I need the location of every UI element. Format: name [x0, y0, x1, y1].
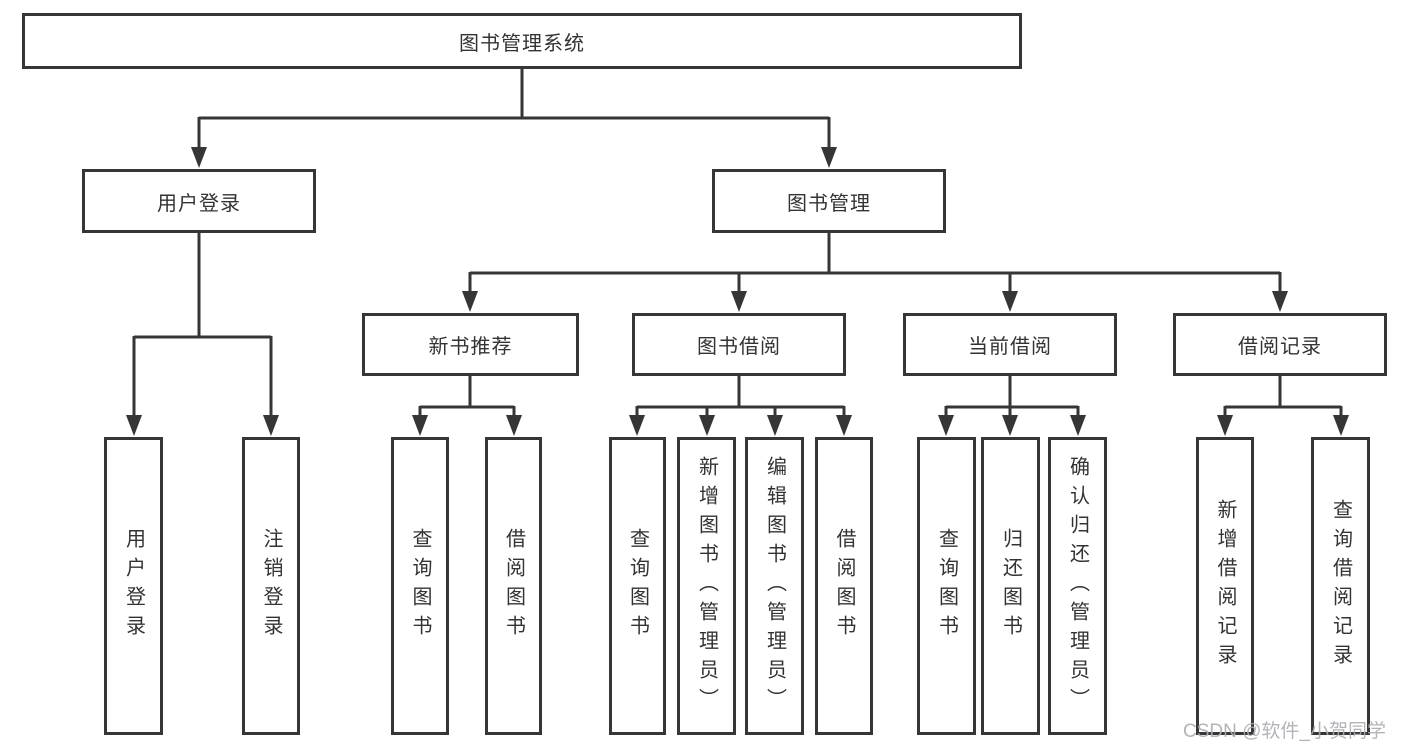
leaf-label: 新增图书（管理员） — [695, 455, 718, 717]
leaf-label: 查询图书 — [626, 528, 649, 644]
leaf-search-books-recommend: 查询图书 — [391, 437, 449, 735]
leaf-add-borrow-record: 新增借阅记录 — [1196, 437, 1254, 735]
leaf-borrow-books-recommend: 借阅图书 — [485, 437, 542, 735]
leaf-label: 用户登录 — [122, 528, 145, 644]
node-borrow-records: 借阅记录 — [1173, 313, 1387, 376]
leaf-label: 查询图书 — [409, 528, 431, 644]
node-user-login: 用户登录 — [82, 169, 316, 233]
node-book-borrow: 图书借阅 — [632, 313, 846, 376]
leaf-add-book-admin: 新增图书（管理员） — [677, 437, 736, 735]
node-root-system: 图书管理系统 — [22, 13, 1022, 69]
leaf-label: 确认归还（管理员） — [1066, 455, 1089, 717]
leaf-label: 新增借阅记录 — [1214, 499, 1236, 673]
node-current-borrow: 当前借阅 — [903, 313, 1117, 376]
leaf-return-books: 归还图书 — [981, 437, 1040, 735]
leaf-label: 查询借阅记录 — [1329, 499, 1352, 673]
node-book-management: 图书管理 — [712, 169, 946, 233]
leaf-label: 注销登录 — [260, 528, 282, 644]
node-new-book-recommend: 新书推荐 — [362, 313, 579, 376]
leaf-user-login: 用户登录 — [104, 437, 163, 735]
csdn-watermark: CSDN @软件_小贺同学 — [1183, 721, 1386, 742]
leaf-search-books-borrow: 查询图书 — [609, 437, 666, 735]
leaf-label: 查询图书 — [935, 528, 958, 644]
leaf-label: 归还图书 — [999, 528, 1022, 644]
leaf-search-books-current: 查询图书 — [917, 437, 976, 735]
leaf-query-borrow-record: 查询借阅记录 — [1311, 437, 1370, 735]
leaf-borrow-books: 借阅图书 — [815, 437, 873, 735]
leaf-logout: 注销登录 — [242, 437, 300, 735]
leaf-edit-book-admin: 编辑图书（管理员） — [745, 437, 804, 735]
leaf-label: 编辑图书（管理员） — [763, 455, 786, 717]
leaf-confirm-return-admin: 确认归还（管理员） — [1048, 437, 1107, 735]
leaf-label: 借阅图书 — [502, 528, 525, 644]
leaf-label: 借阅图书 — [833, 528, 855, 644]
